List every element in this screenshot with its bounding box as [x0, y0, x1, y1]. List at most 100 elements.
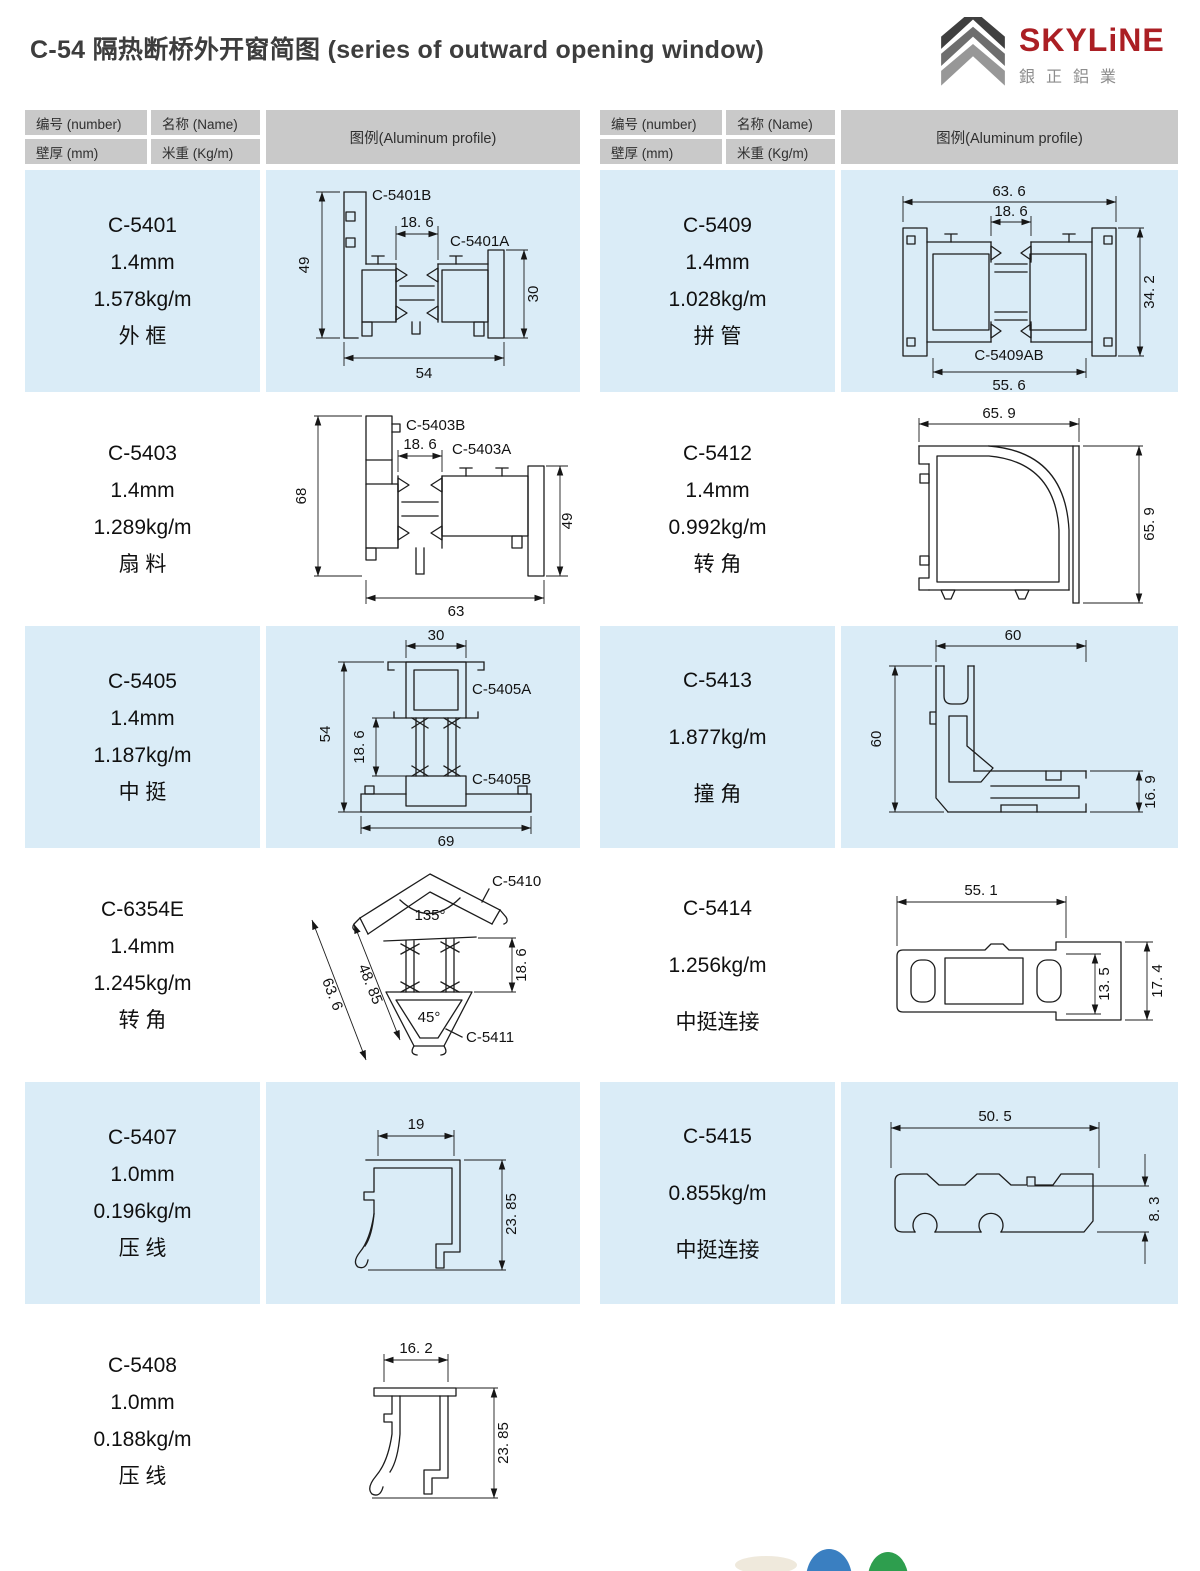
dim-right: 23. 85	[503, 1193, 520, 1235]
product-weight: 1.245kg/m	[93, 972, 192, 995]
dim-top: 55. 1	[964, 882, 997, 899]
product-number: C-6354E	[101, 898, 184, 921]
product-number: C-5413	[683, 668, 752, 692]
footer-fragment-beige	[735, 1556, 797, 1571]
product-number: C-5407	[108, 1126, 177, 1149]
footer-fragment-blue	[806, 1549, 852, 1571]
product-number: C-5409	[683, 214, 752, 237]
profile-drawing-c5414: 55. 1 13. 5 17. 4	[841, 854, 1178, 1076]
product-name-cn: 转 角	[693, 553, 742, 576]
dim-diag-outer: 63. 6	[318, 976, 346, 1013]
dim-top: 30	[428, 627, 445, 644]
profile-drawing-c5408: 16. 2 23. 85	[266, 1310, 580, 1532]
product-number: C-5412	[683, 442, 752, 465]
part-label-top: C-5410	[492, 873, 541, 890]
profile-outline	[918, 445, 1080, 604]
product-thickness: 1.0mm	[110, 1163, 175, 1186]
dimension-lines	[890, 1122, 1149, 1264]
product-weight: 1.877kg/m	[668, 725, 767, 749]
product-thickness: 1.4mm	[110, 707, 175, 730]
product-weight: 1.578kg/m	[93, 288, 192, 311]
profile-drawing-c6354e: 135° C-5410 18. 6 45° C-5411 63. 6 48. 8…	[266, 854, 580, 1076]
header-number-right: 编号 (number)	[600, 110, 722, 135]
part-label: C-5409AB	[974, 347, 1043, 364]
product-info-c5408: C-5408 1.0mm 0.188kg/m 压 线	[25, 1310, 260, 1532]
dimension-lines	[372, 1354, 498, 1499]
dim-right: 49	[559, 513, 576, 530]
part-label-a: C-5405A	[472, 681, 531, 698]
product-name-cn: 中 挺	[118, 781, 167, 804]
product-name-cn: 撞 角	[693, 782, 742, 806]
dim-top: 63. 6	[992, 183, 1025, 200]
product-thickness: 1.0mm	[110, 1391, 175, 1414]
profile-drawing-c5412: 65. 9 65. 9	[841, 398, 1178, 620]
header-name-right: 名称 (Name)	[726, 110, 835, 135]
product-name-cn: 中挺连接	[675, 1238, 760, 1262]
product-weight: 0.196kg/m	[93, 1200, 192, 1223]
dim-inner: 13. 5	[1096, 967, 1113, 1000]
cad-drawing-c5415: 50. 5 8. 3	[890, 1108, 1163, 1264]
part-label-b: C-5405B	[472, 771, 531, 788]
product-info-c5401: C-5401 1.4mm 1.578kg/m 外 框	[25, 170, 260, 392]
dim-top: 60	[1005, 627, 1022, 644]
product-number: C-5415	[683, 1124, 752, 1148]
product-thickness: 1.4mm	[110, 479, 175, 502]
dimension-lines	[918, 418, 1143, 604]
dim-bottom: 69	[438, 833, 455, 848]
dim-right: 18. 6	[513, 948, 530, 981]
dim-left: 49	[296, 257, 313, 274]
profile-outline	[902, 227, 1117, 357]
header-name-left: 名称 (Name)	[151, 110, 260, 135]
product-weight: 1.256kg/m	[668, 953, 767, 977]
profile-outline	[354, 1159, 461, 1269]
product-info-c5403: C-5403 1.4mm 1.289kg/m 扇 料	[25, 398, 260, 620]
dimension-lines	[338, 640, 532, 834]
logo-subtitle: 銀正鋁業	[1019, 68, 1128, 86]
product-weight: 0.992kg/m	[668, 516, 767, 539]
header-profile-left: 图例(Aluminum profile)	[266, 110, 580, 164]
logo-text: SKYLiNE 銀正鋁業	[1019, 24, 1165, 87]
product-info-c5407: C-5407 1.0mm 0.196kg/m 压 线	[25, 1082, 260, 1304]
dim-inner: 18. 6	[994, 203, 1027, 220]
product-info-c5413: C-5413 1.877kg/m 撞 角	[600, 626, 835, 848]
product-number: C-5414	[683, 896, 752, 920]
profile-drawing-c5403: C-5403B 18. 6 C-5403A 68 49 63	[266, 398, 580, 620]
product-name-cn: 中挺连接	[675, 1010, 760, 1034]
product-info-c5405: C-5405 1.4mm 1.187kg/m 中 挺	[25, 626, 260, 848]
part-label-b: C-5403B	[406, 417, 465, 434]
profile-outline	[896, 941, 1122, 1021]
dim-right: 30	[525, 286, 542, 303]
cad-drawing-c6354e: 135° C-5410 18. 6 45° C-5411 63. 6 48. 8…	[311, 873, 541, 1061]
dimension-lines	[314, 415, 568, 604]
header-weight-left: 米重 (Kg/m)	[151, 139, 260, 164]
header-thickness-left: 壁厚 (mm)	[25, 139, 147, 164]
header-thickness-right: 壁厚 (mm)	[600, 139, 722, 164]
product-number: C-5403	[108, 442, 177, 465]
profile-drawing-c5415: 50. 5 8. 3	[841, 1082, 1178, 1304]
part-label-b: C-5401B	[372, 187, 431, 204]
profile-outline	[352, 873, 508, 1056]
product-info-c5414: C-5414 1.256kg/m 中挺连接	[600, 854, 835, 1076]
header-number-left: 编号 (number)	[25, 110, 147, 135]
brand-logo: SKYLiNE 銀正鋁業	[936, 12, 1188, 98]
cad-drawing-c5409: 63. 6 18. 6 34. 2 55. 6 C-5409AB	[902, 183, 1158, 392]
dim-left: 54	[317, 726, 334, 743]
page-title: C-54 隔热断桥外开窗简图 (series of outward openin…	[30, 36, 765, 64]
dim-top: 50. 5	[978, 1108, 1011, 1125]
product-info-c5409: C-5409 1.4mm 1.028kg/m 拼 管	[600, 170, 835, 392]
cad-drawing-c5412: 65. 9 65. 9	[918, 405, 1158, 604]
dim-bottom: 54	[416, 365, 433, 382]
profile-drawing-c5407: 19 23. 85	[266, 1082, 580, 1304]
product-name-cn: 转 角	[118, 1009, 167, 1032]
product-weight: 1.187kg/m	[93, 744, 192, 767]
dim-right: 23. 85	[495, 1422, 512, 1464]
product-weight: 1.028kg/m	[668, 288, 767, 311]
product-info-c5415: C-5415 0.855kg/m 中挺连接	[600, 1082, 835, 1304]
product-number: C-5408	[108, 1354, 177, 1377]
profile-outline	[929, 665, 1087, 813]
dim-left: 68	[293, 488, 310, 505]
profile-outline	[343, 191, 505, 339]
product-thickness: 1.4mm	[110, 935, 175, 958]
profile-drawing-c5405: 30 54 18. 6 C-5405A C-5405B 69	[266, 626, 580, 848]
